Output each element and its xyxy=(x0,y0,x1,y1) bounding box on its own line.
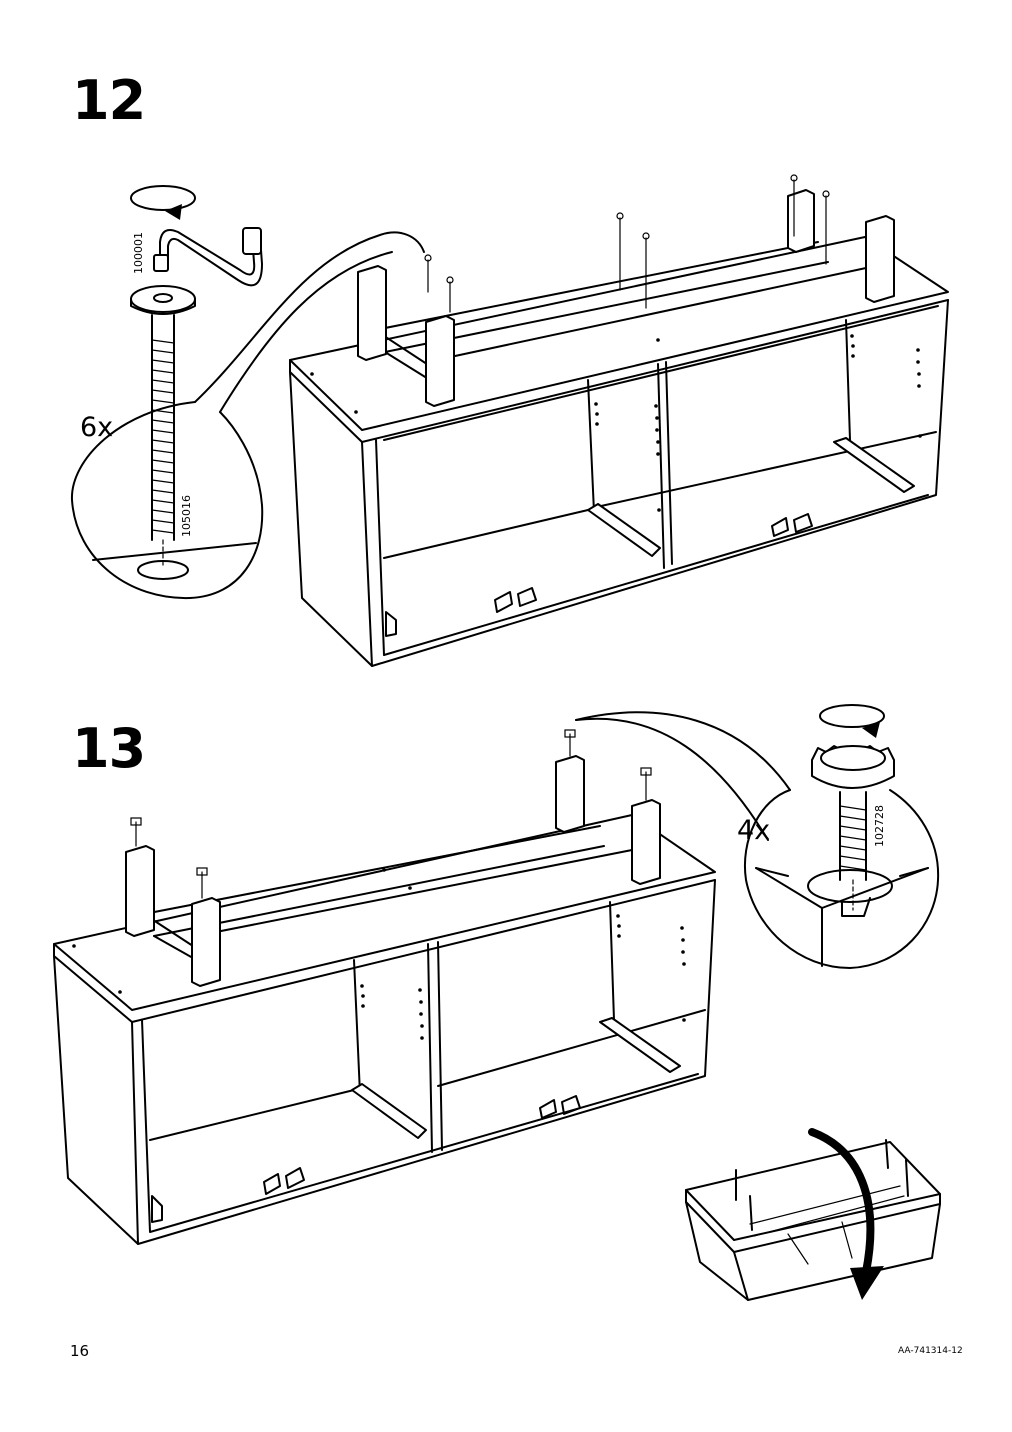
step-12-cabinet xyxy=(289,174,949,667)
bolt-icon xyxy=(130,285,196,566)
flip-arrow-icon xyxy=(685,1128,941,1301)
adjustable-foot-icon xyxy=(811,745,895,911)
rotate-clockwise-icon xyxy=(130,185,196,220)
step-13-quantity: 4x xyxy=(737,815,771,846)
document-id: AA-741314-12 xyxy=(898,1346,963,1356)
step-12-detail-callout xyxy=(70,185,425,600)
page-number: 16 xyxy=(70,1342,90,1360)
step-13-detail-callout xyxy=(575,704,940,969)
allen-key-icon xyxy=(153,227,263,287)
step-12-number: 12 xyxy=(72,69,146,132)
rotate-clockwise-icon xyxy=(819,704,885,738)
step-13-number: 13 xyxy=(72,717,146,780)
step-13-cabinet xyxy=(53,729,716,1245)
